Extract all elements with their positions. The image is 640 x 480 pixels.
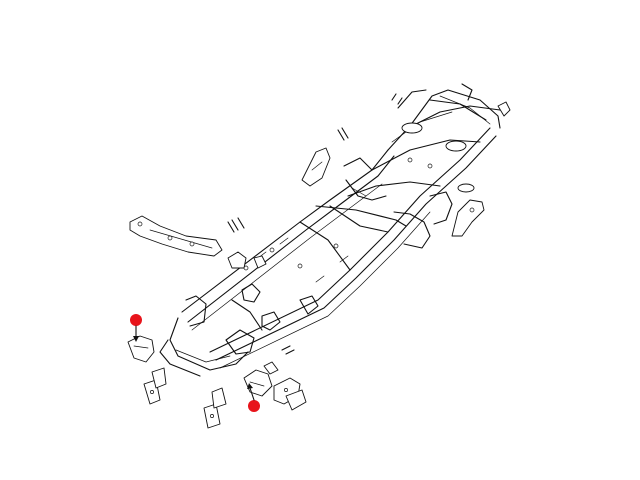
front-left-bracket-part [127, 335, 155, 363]
rear-bracket-part [451, 199, 485, 237]
callout-dot [130, 314, 142, 326]
front-right-lower-bracket-part [203, 387, 227, 429]
side-plate-part [129, 215, 223, 257]
front-right-bracket-callout[interactable] [247, 383, 260, 412]
mount-bracket-part [227, 251, 267, 269]
chassis-frame [159, 83, 501, 377]
callout-arrow-icon [247, 383, 253, 389]
callout-leader [249, 387, 255, 401]
front-left-bracket-callout[interactable] [130, 314, 142, 342]
upper-bracket-part [301, 127, 349, 187]
callout-arrow-icon [133, 336, 139, 342]
reinforcement-plate-part [263, 345, 307, 411]
front-left-lower-bracket-part [143, 367, 167, 405]
front-right-bracket-part [243, 369, 273, 397]
rear-hardware-part [391, 93, 511, 117]
callout-dot [248, 400, 260, 412]
fastener-part [227, 217, 245, 233]
